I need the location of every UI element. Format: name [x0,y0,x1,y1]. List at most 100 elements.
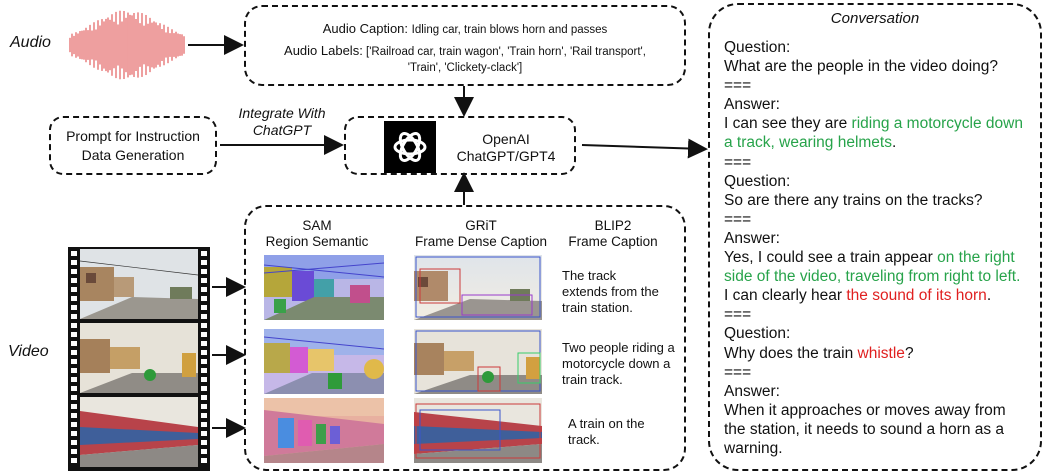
answer-2-highlight-2: side of the video, traveling from right … [724,268,1021,286]
film-strip [68,247,210,471]
sam-frame-1 [264,255,384,320]
film-hole [71,323,77,328]
grit-frame-2 [414,329,542,394]
film-hole [71,359,77,364]
answer-2-text: Yes, I could see a train appear [724,249,938,267]
integrate-line1: Integrate With [238,105,326,121]
answer-1-text: I can see they are [724,115,852,133]
film-hole [71,422,77,427]
blip-caption-1-line2: extends from the [562,284,659,299]
blip-caption-3: A train on the track. [568,416,678,448]
audio-waveform-icon [69,10,185,80]
film-hole [71,377,77,382]
film-hole [201,422,207,427]
video-frame-2 [80,323,198,393]
film-hole [201,341,207,346]
blip-title: BLIP2 [594,218,632,233]
audio-label: Audio [10,34,51,51]
grit-frame-3 [414,398,542,463]
film-holes-left [71,247,77,471]
answer-label-1: Answer: [724,96,780,114]
conversation-title: Conversation [830,10,920,27]
answer-3-line2: the station, it needs to sound a horn as… [724,420,1005,438]
answer-2-mid: I can clearly hear [724,287,847,305]
answer-1-line2: a track, wearing helmets. [724,133,1040,152]
grit-frame-1 [414,255,542,320]
openai-line1: OpenAI [482,131,530,147]
answer-2-line3: I can clearly hear the sound of its horn… [724,286,1040,305]
question-label-1: Question: [724,39,791,56]
blip-subtitle: Frame Caption [568,234,658,249]
conversation-box [708,3,1042,471]
answer-2-line1: Yes, I could see a train appear on the r… [724,248,1040,267]
film-hole [71,287,77,292]
film-hole [201,323,207,328]
film-hole [201,332,207,337]
question-3-text: Why does the train [724,344,858,362]
question-label-3: Question: [724,325,791,343]
film-hole [71,413,77,418]
audio-caption-box [244,5,686,86]
audio-labels-line1: ['Railroad car, train wagon', 'Train hor… [366,46,646,58]
film-hole [201,431,207,436]
sam-subtitle: Region Semantic [265,234,369,249]
film-hole [71,386,77,391]
prompt-box [49,116,217,175]
film-hole [71,251,77,256]
film-hole [201,377,207,382]
prompt-line2: Data Generation [81,147,185,163]
answer-1-highlight-1: riding a motorcycle down [851,115,1023,133]
film-holes-right [201,247,207,471]
question-3-highlight: whistle [857,344,905,362]
film-hole [201,314,207,319]
film-hole [201,404,207,409]
film-hole [201,287,207,292]
separator-4: === [724,306,752,324]
film-hole [201,449,207,454]
answer-1-highlight-2: a track, wearing helmets [724,134,892,152]
integrate-line2: ChatGPT [252,122,312,138]
blip-caption-1-line1: The track [562,268,617,283]
answer-1-end: . [892,134,897,152]
film-hole [201,260,207,265]
film-hole [71,458,77,463]
audio-caption-key: Audio Caption: [322,21,409,36]
film-hole [71,332,77,337]
film-hole [71,440,77,445]
film-hole [71,368,77,373]
film-hole [201,359,207,364]
film-hole [201,440,207,445]
film-hole [201,296,207,301]
separator-5: === [724,363,752,381]
grit-subtitle: Frame Dense Caption [414,234,548,249]
film-hole [71,395,77,400]
arrow-openai-to-conversation [581,138,708,159]
film-hole [71,341,77,346]
blip-caption-3-line2: track. [568,432,600,447]
openai-logo-icon [384,121,436,173]
answer-2-highlight-1: on the right [937,249,1015,267]
blip-caption-1-line3: train station. [562,300,633,315]
separator-2: === [724,153,752,171]
film-hole [71,278,77,283]
question-3: Why does the train whistle? [724,344,1040,363]
answer-3-line3: warning. [724,439,783,457]
audio-labels-key: Audio Labels: [284,43,363,58]
separator-1: === [724,77,752,95]
blip-caption-2-line3: train track. [562,372,623,387]
answer-label-3: Answer: [724,382,780,400]
film-hole [201,269,207,274]
film-hole [201,458,207,463]
blip-caption-1: The track extends from the train station… [562,268,680,316]
film-hole [71,314,77,319]
sam-title: SAM [302,218,332,233]
openai-box [344,116,576,175]
conversation-body: Question: What are the people in the vid… [724,38,1040,458]
answer-1-line1: I can see they are riding a motorcycle d… [724,114,1040,133]
grit-title: GRiT [465,218,497,233]
film-hole [201,395,207,400]
video-frame-1 [80,249,198,319]
sam-frame-2 [264,329,384,394]
film-hole [71,449,77,454]
film-hole [71,350,77,355]
